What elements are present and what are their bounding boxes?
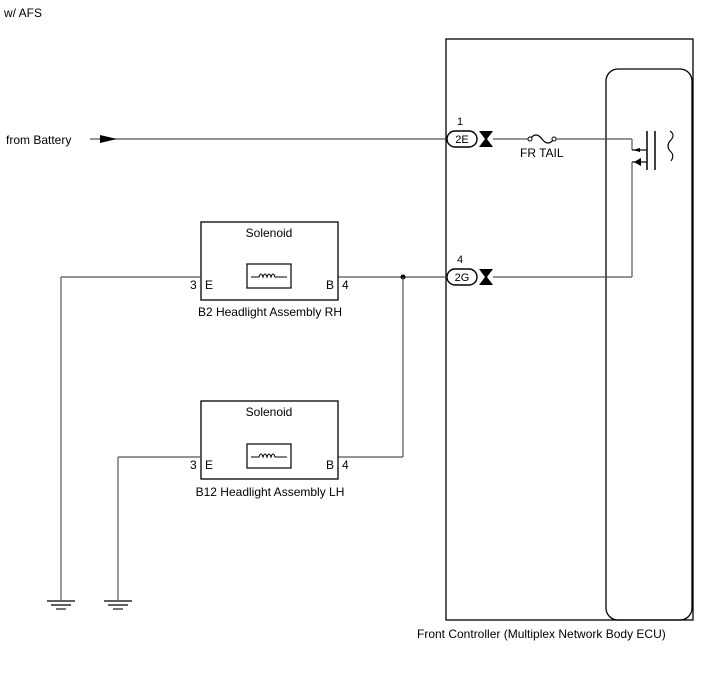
headlight-lh-solenoid [246,443,292,469]
headlight-rh-name: B2 Headlight Assembly RH [198,305,342,319]
headlight-rh-solenoid [246,263,292,289]
connector-2g-chevron-icon [479,269,493,285]
headlight-rh-left-pin-num: 3 [190,278,197,292]
connector-2e-chevron-icon [479,131,493,147]
ecu-box [445,38,694,621]
headlight-rh-box [200,221,339,301]
transistor-icon [632,130,674,170]
connector-2e-code: 2E [455,134,468,146]
headlight-rh-right-pin-num: 4 [342,278,349,292]
headlight-rh-left-pin-name: E [205,278,213,292]
headlight-lh-right-pin-num: 4 [342,458,349,472]
headlight-lh-title: Solenoid [246,405,293,419]
ecu-label: Front Controller (Multiplex Network Body… [417,627,666,641]
battery-arrow-icon [100,135,117,143]
connector-2e [446,130,478,148]
coil-icon [251,273,287,279]
fuse-label: FR TAIL [520,146,564,160]
connector-2g-code: 2G [455,272,470,284]
headlight-rh-right-pin-name: B [326,278,334,292]
ground-icon [47,600,75,610]
headlight-lh-name: B12 Headlight Assembly LH [196,485,345,499]
headlight-lh-left-pin-num: 3 [190,458,197,472]
headlight-lh-left-pin-name: E [205,458,213,472]
fuse-terminal-left [527,136,533,142]
ecu-inner-box [605,68,693,621]
fuse-icon [529,134,555,144]
fuse-terminal-right [551,136,557,142]
ground-icon [104,600,132,610]
variant-label: w/ AFS [3,6,42,20]
connector-2e-pin: 1 [457,116,463,128]
battery-label: from Battery [6,133,71,147]
headlight-rh-title: Solenoid [246,226,293,240]
headlight-lh-right-pin-name: B [326,458,334,472]
headlight-lh-box [200,400,339,480]
connector-2g-pin: 4 [457,254,463,266]
coil-icon [251,453,287,459]
